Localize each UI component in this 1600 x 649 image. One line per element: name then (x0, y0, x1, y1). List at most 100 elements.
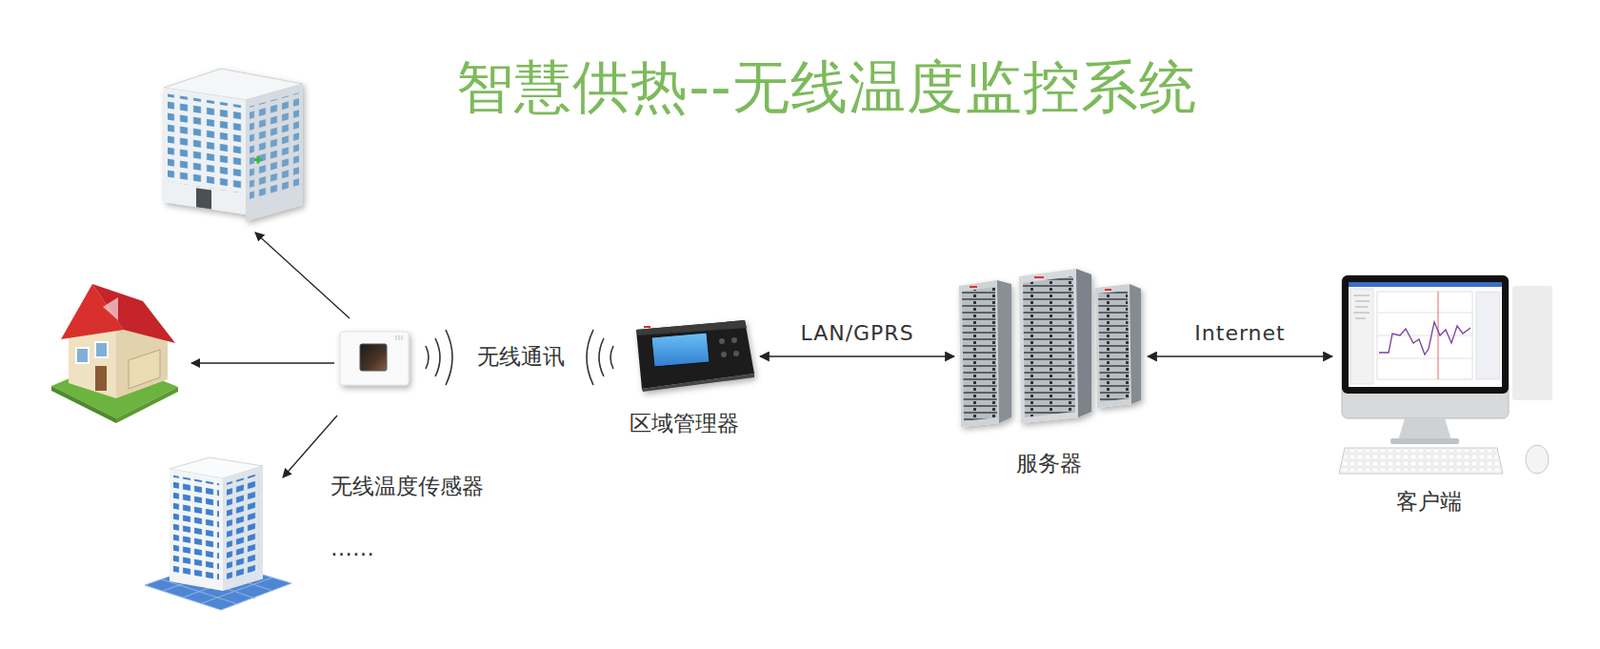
client-computer-part (1355, 318, 1366, 320)
client-computer-part (1379, 321, 1471, 355)
office-building-part (245, 83, 303, 221)
client-computer-part (1355, 300, 1370, 302)
sensor-device-part (360, 343, 387, 371)
area-manager-device-part (733, 350, 740, 357)
area-manager-device-part (643, 325, 651, 328)
connector-label: Internet (1189, 320, 1290, 346)
house-part (92, 283, 176, 343)
house (51, 283, 179, 423)
area-manager-device-part (651, 332, 710, 367)
area-manager-device-part (731, 337, 738, 343)
apartment-tower-part-part (222, 465, 263, 591)
manager-node: 区域管理器 (632, 318, 756, 390)
node-label: 客户端 (1396, 488, 1462, 516)
client-computer-part (1348, 281, 1502, 287)
sensor-device-part (401, 335, 403, 340)
server-node: 服务器 (959, 268, 1143, 427)
ellipsis-label: …… (330, 535, 375, 562)
server-racks-part (961, 286, 998, 421)
client-computer-part (1476, 291, 1500, 380)
office-building-part-part (249, 92, 300, 202)
building-arrows (191, 232, 350, 478)
wireless-waves-part (599, 338, 604, 377)
server-racks-part (969, 285, 978, 288)
sensor-device-part (340, 331, 409, 385)
wireless-waves-part (445, 329, 453, 385)
client-computer-part (1525, 444, 1549, 474)
client-computer-part (1353, 312, 1370, 314)
link-caption: 无线通讯 (477, 343, 565, 371)
client-computer-part (1350, 288, 1374, 384)
server-racks-part (1098, 290, 1130, 402)
area-manager-device-part (641, 373, 755, 392)
building-arrows-part (282, 415, 338, 478)
office-building-part-part (163, 87, 246, 215)
office-building-part-part (196, 187, 212, 209)
house-part (102, 297, 119, 320)
area-manager-device (636, 320, 755, 392)
client-computer-part (1339, 447, 1503, 474)
area-manager-device-part (636, 320, 747, 336)
client-computer-part (1377, 312, 1473, 314)
server-racks-part (1104, 288, 1112, 291)
server-racks-part (959, 280, 1000, 427)
client-node: 客户端 (1337, 273, 1557, 480)
building-arrows-part (255, 232, 350, 319)
house-part (95, 365, 107, 391)
house-part (95, 341, 108, 358)
client-computer-part (1438, 291, 1440, 380)
office-building-part-part (245, 83, 303, 221)
office-building-part (163, 87, 246, 215)
node-label: 无线温度传感器 (330, 473, 484, 500)
wireless-waves-part (435, 338, 440, 377)
node-label: 区域管理器 (629, 410, 740, 438)
server-racks-part (1019, 268, 1079, 423)
client-computer (1339, 275, 1553, 474)
apartment-tower-part (169, 468, 223, 591)
wireless-waves (425, 329, 614, 385)
sensor-device-part (396, 335, 398, 340)
house-part (76, 347, 89, 363)
apartment-tower-part (222, 465, 263, 591)
server-racks (959, 268, 1141, 427)
connector-label: LAN/GPRS (795, 320, 919, 346)
wireless-waves-part (610, 345, 614, 369)
area-manager-device-part (719, 338, 725, 344)
server-racks-part (1076, 268, 1092, 418)
server-racks-part (997, 280, 1012, 423)
apartment-tower-part-part (169, 468, 223, 591)
client-computer-part (1398, 418, 1452, 440)
server-racks-part (1129, 283, 1141, 404)
office-building-part-part (167, 94, 242, 194)
connector-arrow (760, 355, 955, 357)
wireless-waves-part (425, 345, 429, 369)
server-racks-part (1095, 283, 1132, 408)
sensor-device-part (399, 335, 400, 340)
building-arrows-part (191, 361, 335, 363)
sensor-device (340, 331, 409, 385)
apartment-tower-part-part (173, 475, 220, 583)
apartment-tower-part-part (226, 473, 260, 582)
connector-arrow (1147, 355, 1333, 357)
apartment-tower (144, 457, 292, 610)
area-manager-device-part (720, 351, 727, 358)
client-computer-part (1355, 306, 1368, 308)
client-computer-part (1512, 285, 1553, 400)
client-computer-part (1377, 358, 1473, 360)
office-building (163, 68, 303, 221)
server-racks-part (1022, 276, 1076, 418)
client-computer-part (1341, 275, 1509, 419)
node-label: 服务器 (1016, 450, 1082, 478)
client-computer-part (1341, 275, 1509, 394)
office-building-part (257, 156, 260, 164)
wireless-waves-part (586, 329, 594, 385)
sensor-node: 无线温度传感器 (340, 331, 409, 385)
house-part (128, 349, 160, 389)
client-computer-part (1341, 449, 1500, 471)
client-computer-part (1353, 295, 1370, 297)
client-computer-part (1348, 281, 1502, 387)
client-computer-part (1377, 291, 1473, 380)
diagram-title: 智慧供热--无线温度监控系统 (456, 52, 1197, 121)
